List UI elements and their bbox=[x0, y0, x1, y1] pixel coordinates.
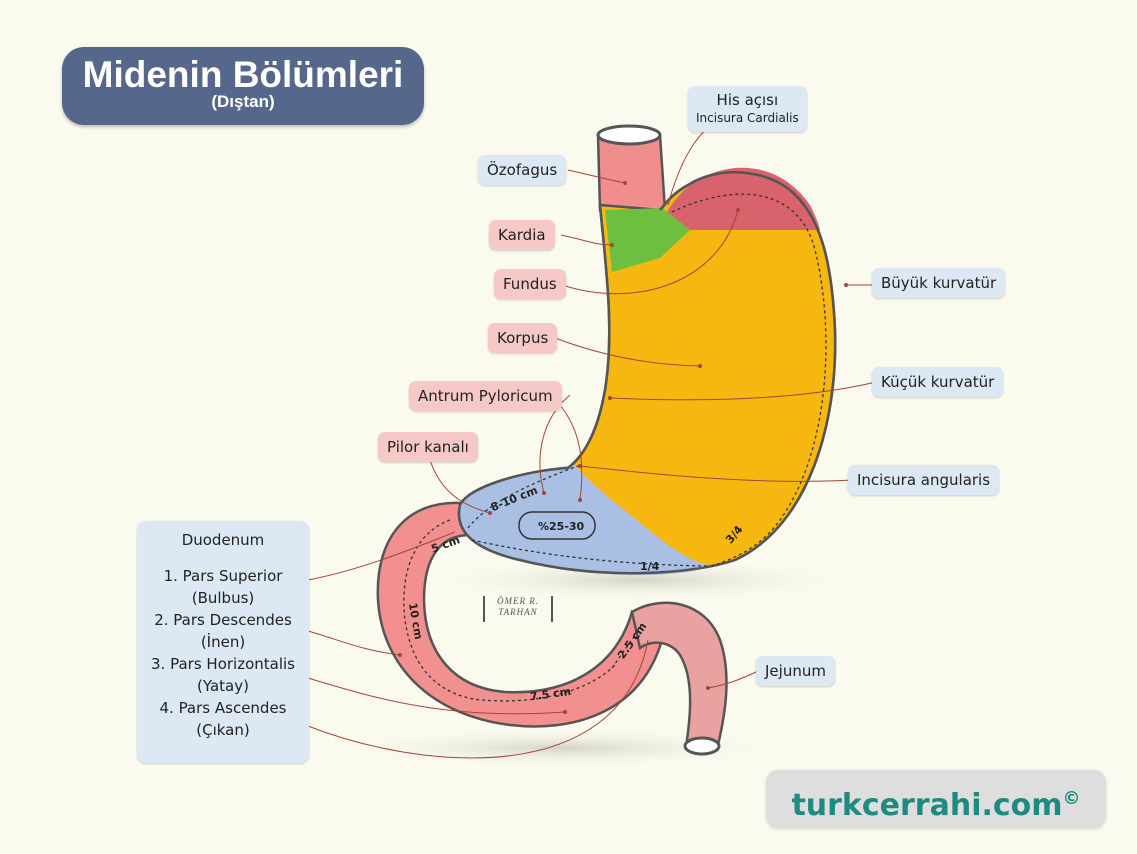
label-ozofagus: Özofagus bbox=[478, 155, 566, 185]
percent-label: %25-30 bbox=[538, 520, 585, 533]
duodenum-part-alias: (İnen) bbox=[137, 631, 309, 653]
signature-line-2: TARHAN bbox=[485, 607, 551, 618]
duodenum-part-name: 1. Pars Superior bbox=[137, 565, 309, 587]
author-signature: ÖMER R. TARHAN bbox=[483, 596, 553, 622]
fundus-region bbox=[667, 168, 820, 230]
esophagus bbox=[598, 135, 665, 210]
label-korpus: Korpus bbox=[488, 323, 557, 353]
signature-line-1: ÖMER R. bbox=[485, 596, 551, 607]
page-title: Midenin Bölümleri bbox=[62, 55, 424, 95]
duodenum-part-name: 3. Pars Horizontalis bbox=[137, 653, 309, 675]
his-angle-title: His açısı bbox=[696, 91, 799, 109]
esophagus-opening bbox=[598, 126, 660, 144]
title-box: Midenin Bölümleri (Dıştan) bbox=[62, 47, 424, 125]
duodenum-part-alias: (Yatay) bbox=[137, 675, 309, 697]
lesser-curve-fraction: 1/4 bbox=[640, 560, 660, 573]
duodenum-part-name: 2. Pars Descendes bbox=[137, 609, 309, 631]
copyright-mark: © bbox=[1063, 788, 1081, 809]
duodenum-title: Duodenum bbox=[137, 529, 309, 551]
label-antrum: Antrum Pyloricum bbox=[409, 381, 562, 411]
brand-watermark: turkcerrahi.com© bbox=[766, 770, 1106, 828]
duodenum-legend: Duodenum 1. Pars Superior (Bulbus) 2. Pa… bbox=[137, 521, 309, 763]
duodenum-part-alias: (Bulbus) bbox=[137, 587, 309, 609]
label-buyuk-kurvatur: Büyük kurvatür bbox=[872, 268, 1005, 298]
brand-name: turkcerrahi.com bbox=[791, 788, 1062, 823]
duodenum-part-alias: (Çıkan) bbox=[137, 719, 309, 741]
label-kucuk-kurvatur: Küçük kurvatür bbox=[872, 367, 1003, 397]
label-incisura-angularis: Incisura angularis bbox=[848, 465, 999, 495]
label-his-angle: His açısı Incisura Cardialis bbox=[688, 86, 807, 132]
label-pilor: Pilor kanalı bbox=[378, 432, 478, 462]
his-angle-subtitle: Incisura Cardialis bbox=[696, 109, 799, 127]
duodenum-part-name: 4. Pars Ascendes bbox=[137, 697, 309, 719]
label-jejunum: Jejunum bbox=[756, 656, 835, 686]
label-kardia: Kardia bbox=[489, 220, 555, 250]
label-fundus: Fundus bbox=[494, 269, 566, 299]
jejunum-opening bbox=[685, 738, 719, 754]
page-subtitle: (Dıştan) bbox=[62, 93, 424, 111]
